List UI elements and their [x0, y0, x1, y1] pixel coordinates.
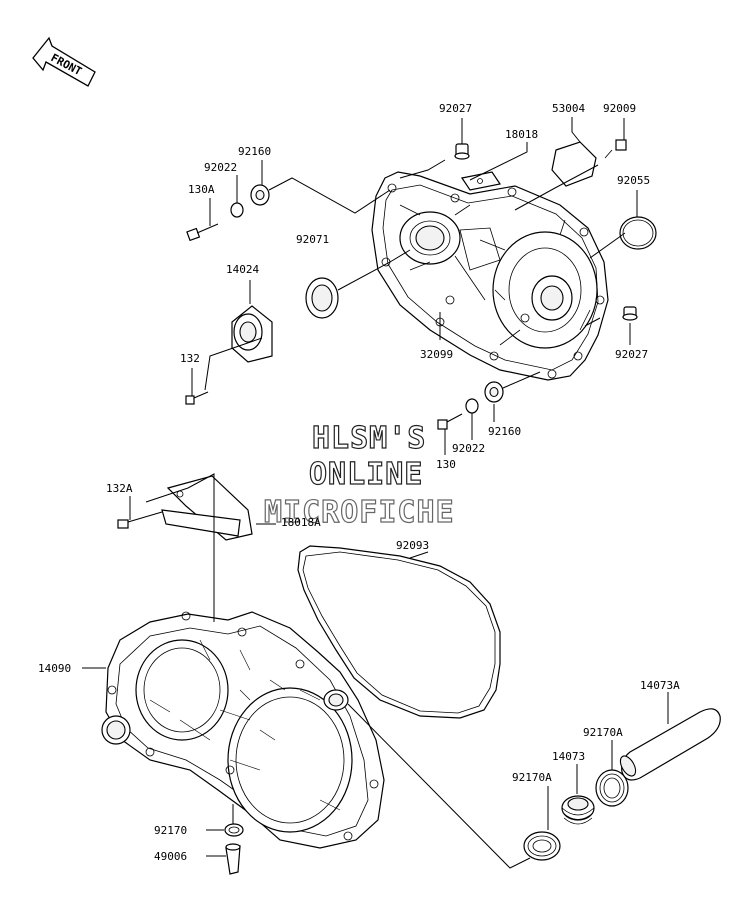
label-92160-bottom: 92160: [488, 425, 521, 438]
label-92009: 92009: [603, 102, 636, 115]
label-92071: 92071: [296, 233, 329, 246]
drain-tube-49006: [225, 843, 241, 875]
label-14073A: 14073A: [640, 679, 680, 692]
guard-53004: [551, 141, 597, 187]
label-92160-top: 92160: [238, 145, 271, 158]
label-32099: 32099: [420, 348, 453, 361]
front-arrow-icon: FRONT: [32, 36, 96, 87]
washer-92022-top: [230, 202, 244, 218]
leader-lines-top: [191, 117, 638, 455]
label-132A: 132A: [106, 482, 133, 495]
label-53004: 53004: [552, 102, 585, 115]
label-92170: 92170: [154, 824, 187, 837]
label-132: 132: [180, 352, 200, 365]
oil-seal-92071: [305, 277, 339, 319]
part-labels: 92027 53004 92009 18018 92160 92022 130A…: [38, 102, 680, 863]
label-92055: 92055: [617, 174, 650, 187]
inner-cover-plate: [371, 171, 609, 381]
label-92022-top: 92022: [204, 161, 237, 174]
duct-14073A: [619, 708, 721, 781]
clamp-92170: [224, 823, 244, 837]
boot-14073: [561, 795, 595, 825]
watermark-line-3: MICROFICHE: [264, 495, 455, 530]
label-18018A: 18018A: [281, 516, 321, 529]
dowel-pin-92027-top: [454, 143, 470, 160]
grommet-92160-top: [250, 184, 270, 206]
bolt-130: [437, 413, 463, 430]
bolt-132A: [117, 511, 163, 529]
watermark-line-1: HLSM'S: [312, 421, 426, 456]
label-130A: 130A: [188, 183, 215, 196]
bolt-132: [185, 391, 209, 405]
label-14073: 14073: [552, 750, 585, 763]
outer-cover-14090: [101, 611, 385, 849]
gasket-92093: [297, 545, 501, 719]
label-92093: 92093: [396, 539, 429, 552]
o-ring-92055: [619, 216, 657, 250]
label-92170A-left: 92170A: [512, 771, 552, 784]
washer-92022-bottom: [465, 398, 479, 414]
label-130: 130: [436, 458, 456, 471]
label-18018: 18018: [505, 128, 538, 141]
watermark-line-2: ONLINE: [309, 457, 423, 492]
label-92170A-right: 92170A: [583, 726, 623, 739]
label-92027-top: 92027: [439, 102, 472, 115]
label-92022-bottom: 92022: [452, 442, 485, 455]
bolt-130A: [186, 223, 219, 242]
grommet-92160-bottom: [484, 381, 504, 403]
label-92027-right: 92027: [615, 348, 648, 361]
label-49006: 49006: [154, 850, 187, 863]
label-14090: 14090: [38, 662, 71, 675]
screw-92009: [604, 139, 627, 159]
clamp-92170A-left: [523, 831, 561, 861]
watermark: HLSM'S ONLINE MICROFICHE: [263, 420, 455, 530]
clamp-92170A-right: [595, 769, 629, 807]
dowel-pin-92027-right: [622, 306, 638, 321]
bracket-18018A: [161, 475, 253, 541]
cover-14024: [231, 305, 273, 363]
leader-lines-bottom: [82, 473, 669, 869]
label-14024: 14024: [226, 263, 259, 276]
